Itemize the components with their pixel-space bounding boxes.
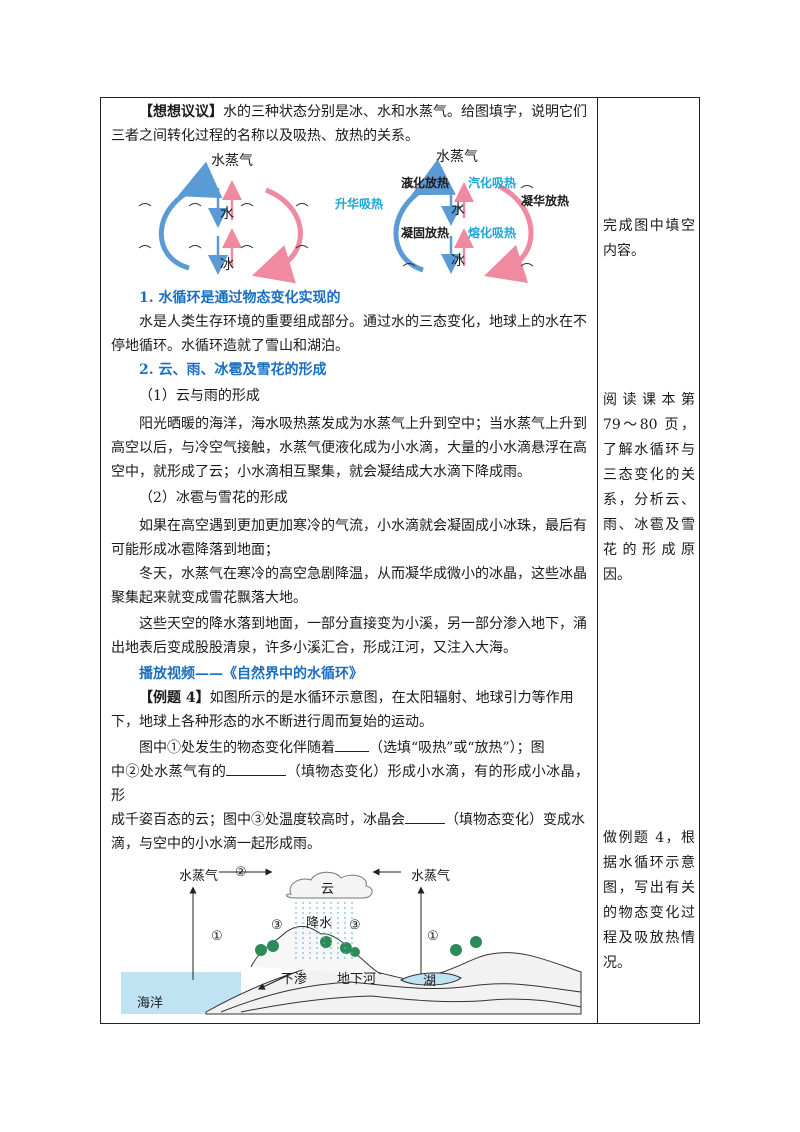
lesson-table: 【想想议议】水的三种状态分别是冰、水和水蒸气。给图填字，说明它们 三者之间转化过… bbox=[100, 97, 700, 1024]
section1-heading: 1. 水循环是通过物态变化实现的 bbox=[139, 290, 341, 306]
d1-vapor: 水蒸气 bbox=[211, 153, 253, 169]
section2-a1: 阳光晒暖的海洋，海水吸热蒸发成为水蒸气上升到空中；当水蒸气上升到 bbox=[139, 416, 587, 432]
cycle-marker-1-left: ① bbox=[211, 929, 223, 944]
section1-p1: 水是人类生存环境的重要组成部分。通过水的三态变化，地球上的水在不 bbox=[139, 314, 587, 330]
section2-c1: 冬天，水蒸气在寒冷的高空急剧降温，从而凝华成微小的冰晶，这些冰晶 bbox=[139, 566, 587, 582]
d2-deposit: 凝华放热 bbox=[521, 194, 570, 208]
section2-c2: 聚集起来就变成雪花飘落大地。 bbox=[111, 590, 307, 606]
example-text1: 如图所示的是水循环示意图，在太阳辐射、地球引力等作用 bbox=[209, 690, 574, 706]
section2-b1: 如果在高空遇到更加更加寒冷的气流，小水滴就会凝固成小冰珠，最后有 bbox=[139, 518, 587, 534]
arc-arrow-left-1 bbox=[158, 161, 223, 271]
cycle-marker-2: ② bbox=[235, 865, 247, 880]
d2-liquefy: 液化放热 bbox=[401, 176, 450, 190]
cycle-rain: 降水 bbox=[306, 916, 333, 931]
cycle-marker-3-left: ③ bbox=[271, 918, 283, 933]
cycle-cloud: 云 bbox=[321, 882, 335, 897]
state-diagrams: 水蒸气 水 冰 水蒸气 水 冰 液化放热 汽化吸热 升华吸热 凝华放热 凝固放热… bbox=[111, 148, 589, 286]
example-line1: 【例题 4】如图所示的是水循环示意图，在太阳辐射、地球引力等作用 bbox=[111, 686, 589, 710]
arc-arrow-right-1 bbox=[251, 187, 303, 284]
d1-water: 水 bbox=[220, 206, 234, 222]
section2-sub2: （2）冰雹与雪花的形成 bbox=[139, 490, 288, 506]
example-line2: 下，地球上各种形态的水不断进行周而复始的运动。 bbox=[111, 714, 433, 730]
section2-a2: 高空以后，与冷空气接触，水蒸气便液化成为小水滴，大量的小水滴悬浮在高 bbox=[111, 440, 587, 456]
cycle-underground: 地下河 bbox=[337, 972, 377, 987]
think-tag: 【想想议议】 bbox=[139, 104, 223, 120]
cloud-shape bbox=[285, 871, 373, 899]
section2-d2: 出地表后变成股股清泉，许多小溪汇合，形成江河，又注入大海。 bbox=[111, 640, 517, 656]
section1-p2: 停地循环。水循环造就了雪山和湖泊。 bbox=[111, 338, 349, 354]
cycle-vapor-right: 水蒸气 bbox=[411, 869, 451, 884]
d2-water: 水 bbox=[451, 202, 465, 218]
water-cycle-graphic bbox=[121, 868, 582, 1015]
d2-vapor: 水蒸气 bbox=[436, 149, 478, 165]
section2-d1: 这些天空的降水落到地面，一部分直接变为小溪，另一部分渗入地下，涌 bbox=[139, 616, 587, 632]
d2-solidify: 凝固放热 bbox=[401, 226, 450, 240]
cycle-lake: 湖 bbox=[423, 974, 437, 989]
example-q4: 滴，与空中的小水滴一起形成雨。 bbox=[111, 836, 321, 852]
cycle-marker-3-right: ③ bbox=[349, 918, 361, 933]
think-line1: 【想想议议】水的三种状态分别是冰、水和水蒸气。给图填字，说明它们 bbox=[111, 100, 589, 124]
d2-sublimate: 升华吸热 bbox=[335, 197, 384, 211]
video-link[interactable]: 播放视频——《自然界中的水循环》 bbox=[139, 666, 363, 682]
think-line2: 三者之间转化过程的名称以及吸热、放热的关系。 bbox=[111, 128, 419, 144]
d1-ice: 冰 bbox=[220, 257, 234, 273]
side-note-1: 完成图中填空内容。 bbox=[603, 218, 695, 259]
cycle-vapor-left: 水蒸气 bbox=[179, 869, 219, 884]
cycle-seep: 下渗 bbox=[281, 972, 308, 987]
d2-ice: 冰 bbox=[451, 253, 465, 269]
arc-arrow-right-2 bbox=[483, 183, 534, 284]
blank-3[interactable] bbox=[405, 823, 445, 824]
example-tag: 【例题 4】 bbox=[139, 690, 210, 706]
example-q1: 图中①处发生的物态变化伴随着（选填“吸热”或“放热”）；图 bbox=[139, 740, 545, 756]
d2-melt: 熔化吸热 bbox=[468, 226, 517, 240]
section2-sub1: （1）云与雨的形成 bbox=[139, 388, 260, 404]
section2-a3: 空中，就形成了云；小水滴相互聚集，就会凝结成大水滴下降成雨。 bbox=[111, 464, 531, 480]
main-column: 【想想议议】水的三种状态分别是冰、水和水蒸气。给图填字，说明它们 三者之间转化过… bbox=[111, 98, 589, 1022]
state-diagrams-graphic bbox=[138, 159, 534, 284]
column-divider bbox=[597, 98, 598, 1023]
water-cycle-diagram: 水蒸气 水蒸气 云 降水 下渗 地下河 湖 海洋 ① ① ② ③ ③ bbox=[111, 862, 589, 1022]
blank-1[interactable] bbox=[335, 751, 369, 752]
think-text1: 水的三种状态分别是冰、水和水蒸气。给图填字，说明它们 bbox=[223, 104, 587, 120]
example-q3: 成千姿百态的云；图中③处温度较高时，冰晶会（填物态变化）变成水 bbox=[111, 812, 585, 828]
cycle-ocean: 海洋 bbox=[137, 996, 164, 1011]
example-q2: 中②处水蒸气有的（填物态变化）形成小水滴，有的形成小冰晶，形 bbox=[111, 764, 590, 804]
blank-2[interactable] bbox=[226, 775, 287, 776]
cycle-marker-1-right: ① bbox=[427, 929, 439, 944]
d2-vaporize: 汽化吸热 bbox=[468, 176, 517, 190]
side-note-2: 阅读课本第 79～80 页，了解水循环与三态变化的关系，分析云、雨、冰雹及雪花的… bbox=[603, 392, 695, 583]
section2-b2: 可能形成冰雹降落到地面； bbox=[111, 542, 279, 558]
side-note-3: 做例题 4，根据水循环示意图，写出有关的物态变化过程及吸放热情况。 bbox=[603, 830, 695, 971]
section2-heading: 2. 云、雨、冰雹及雪花的形成 bbox=[139, 362, 327, 378]
